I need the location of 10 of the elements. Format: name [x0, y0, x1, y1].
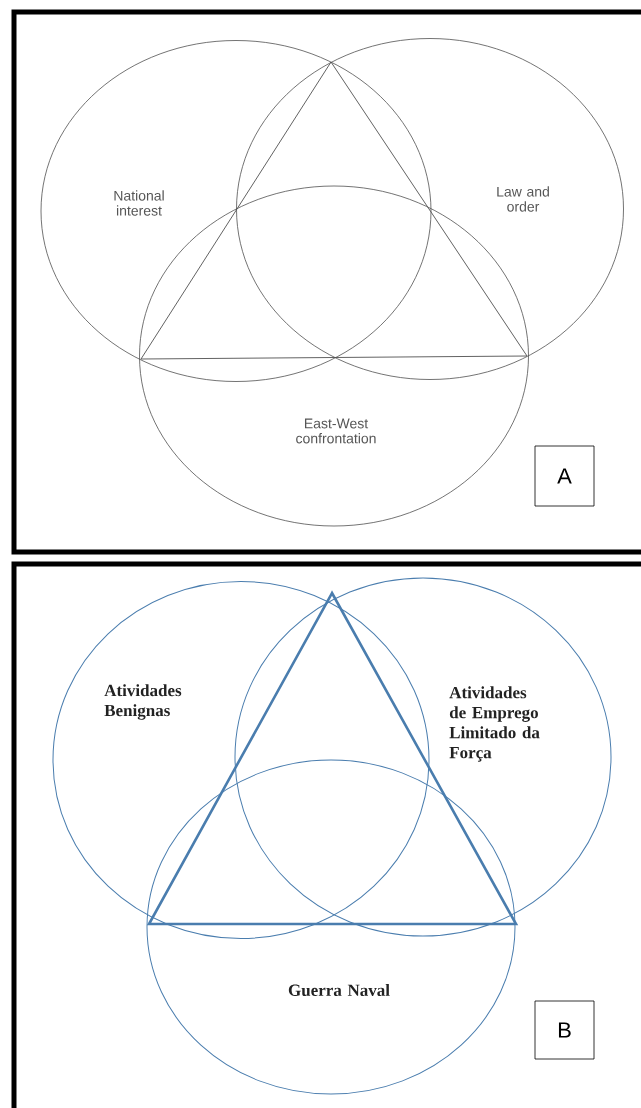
circle-label: East-West confrontation — [296, 418, 376, 444]
circle-label: National interest — [114, 190, 164, 216]
circle-label: Atividades Benignas — [104, 684, 182, 720]
panel-letter-box: B — [534, 1000, 595, 1060]
panel-letter-box: A — [534, 445, 595, 507]
panel-frame — [11, 561, 641, 1108]
circle-label: Guerra Naval — [288, 984, 390, 996]
circle-label: Law and order — [497, 186, 549, 212]
panel-frame — [11, 9, 641, 555]
circle-label: Atividades de Emprego Limitado da Força — [449, 686, 540, 762]
